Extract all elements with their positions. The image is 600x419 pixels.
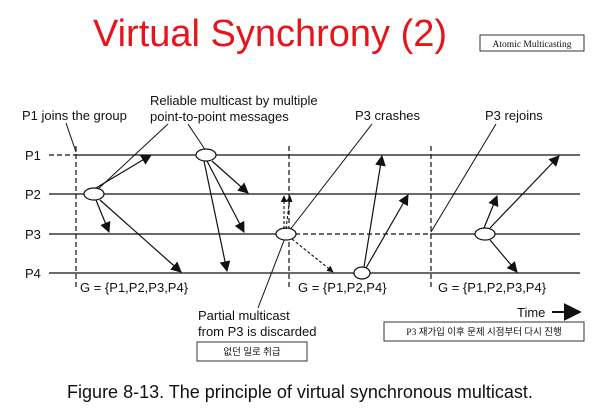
rejoin-note-box — [383, 321, 585, 342]
message-p1-to-p4 — [203, 160, 231, 273]
message-p2-to-p1 — [95, 154, 152, 189]
annotation-p1-joins: P1 joins the group — [22, 108, 127, 123]
send-point-p1 — [195, 148, 217, 162]
annotation-reliable-1: Reliable multicast by multiple — [150, 93, 318, 108]
time-label: Time — [517, 305, 545, 320]
process-label-p4: P4 — [25, 266, 41, 281]
message-p2-to-p3 — [95, 199, 111, 234]
send-point-p4 — [353, 266, 371, 280]
discard-note-box — [196, 341, 308, 362]
send-point-p3-partial — [275, 227, 297, 241]
discard-note: 없던 일로 취급 — [223, 346, 280, 358]
pointer-reliable-1 — [96, 123, 169, 191]
annotation-p3-rejoins: P3 rejoins — [485, 108, 543, 123]
tag-label: Atomic Multicasting — [493, 40, 572, 50]
pointer-p3-crashes — [288, 123, 373, 232]
message-p4-to-p2 — [365, 194, 409, 269]
message-p3-rejoined-to-p1 — [489, 155, 560, 229]
process-label-p2: P2 — [25, 187, 41, 202]
tag-box — [479, 34, 585, 52]
rejoin-note: P3 재가입 이후 문제 시점부터 다시 진행 — [406, 326, 561, 338]
message-p1-to-p2 — [211, 160, 249, 194]
annotation-reliable-2: point-to-point messages — [150, 109, 289, 124]
message-p3-to-p4-partial — [291, 238, 334, 273]
group-view-1: G = {P1,P2,P3,P4} — [80, 280, 189, 295]
message-p4-to-p1 — [363, 154, 386, 268]
pointer-p3-rejoins — [430, 123, 497, 233]
process-label-p3: P3 — [25, 227, 41, 242]
message-p1-to-p3 — [206, 160, 245, 233]
process-label-p1: P1 — [25, 148, 41, 163]
pointer-partial — [257, 237, 286, 309]
group-view-2: G = {P1,P2,P4} — [298, 280, 387, 295]
send-point-p2 — [83, 187, 105, 201]
message-p3-rejoined-to-p2 — [483, 194, 499, 229]
figure-caption: Figure 8-13. The principle of virtual sy… — [67, 382, 533, 402]
pointer-p1-joins — [65, 122, 77, 153]
message-p2-to-p4 — [99, 199, 182, 273]
pointer-reliable-2 — [187, 123, 207, 152]
send-point-p3-rejoined — [474, 227, 496, 241]
annotation-p3-crashes: P3 crashes — [355, 108, 421, 123]
annotation-partial-2: from P3 is discarded — [198, 324, 317, 339]
annotation-partial-1: Partial multicast — [198, 308, 290, 323]
message-p3-rejoined-to-p4 — [489, 239, 518, 273]
message-p3-to-p1-partial — [285, 195, 293, 230]
group-view-3: G = {P1,P2,P3,P4} — [438, 280, 547, 295]
slide-title: Virtual Synchrony (2) — [93, 13, 447, 55]
